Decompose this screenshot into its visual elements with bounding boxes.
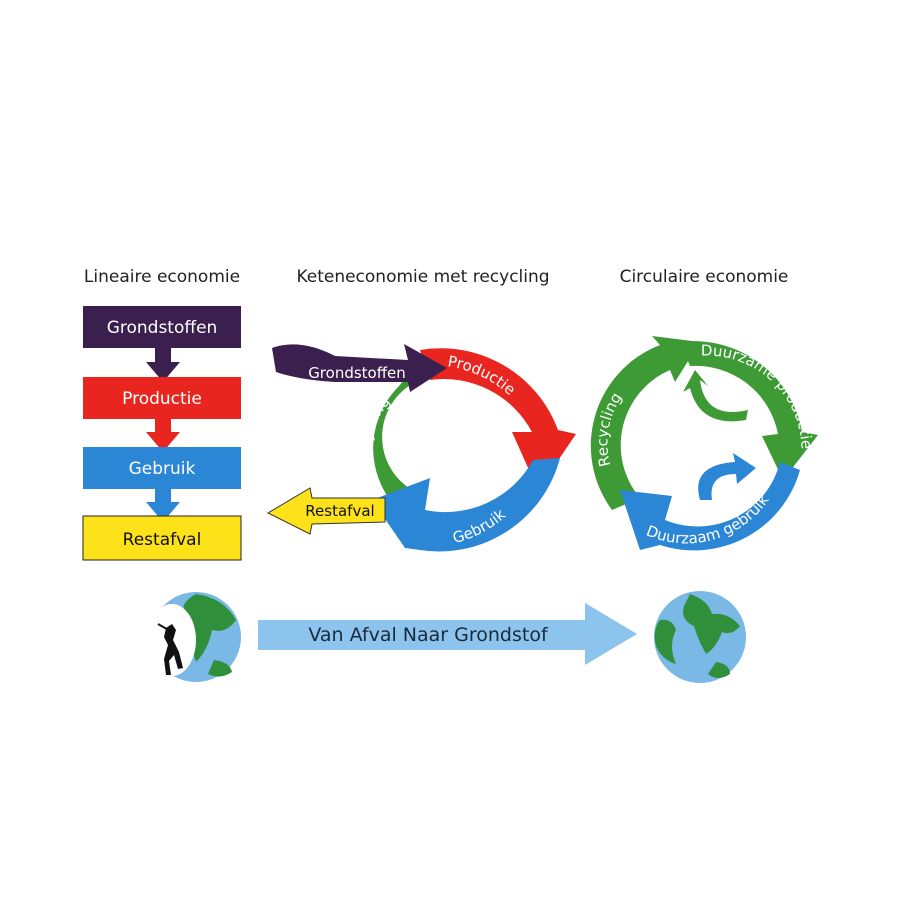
chain-input-arrow — [272, 344, 447, 392]
linear-step-label: Gebruik — [129, 459, 196, 479]
linear-economy-column: Grondstoffen Productie Gebruik Restafval — [82, 306, 242, 561]
circular-use-arc — [620, 462, 800, 551]
banner-label: Van Afval Naar Grondstof — [308, 624, 549, 646]
chain-production-arc — [420, 348, 576, 490]
chain-input-label: Grondstoffen — [308, 364, 406, 382]
circular-inner-green-loop — [683, 370, 748, 422]
linear-step-label: Restafval — [123, 530, 202, 550]
earth-globe-clean-icon — [654, 591, 746, 683]
circular-economy-heading: Circulaire economie — [620, 267, 789, 287]
circular-production-label: Duurzame productie — [701, 342, 816, 450]
circular-inner-blue-loop — [698, 453, 756, 500]
chain-output-label: Restafval — [305, 502, 374, 520]
linear-economy-heading: Lineaire economie — [84, 267, 240, 287]
banner-arrow — [258, 603, 637, 665]
linear-step-label: Productie — [122, 389, 202, 409]
circular-production-arc — [680, 341, 818, 480]
circular-main-ring — [590, 336, 700, 510]
linear-step-use — [83, 447, 241, 489]
linear-arrow-2 — [146, 418, 180, 452]
circular-economy-cycle: Recycling Duurzame productie Duurzaam ge… — [590, 336, 818, 551]
linear-arrow-1 — [146, 347, 180, 382]
earth-globe-polluted-icon — [148, 592, 241, 682]
linear-step-production — [83, 377, 241, 419]
linear-arrow-3 — [146, 488, 180, 522]
chain-economy-cycle: Grondstoffen Productie Recycling Gebruik… — [266, 344, 576, 552]
linear-step-raw-materials — [83, 306, 241, 348]
chain-output-arrow — [266, 487, 386, 535]
chain-economy-heading: Keteneconomie met recycling — [296, 267, 549, 287]
bottom-banner: Van Afval Naar Grondstof — [258, 603, 637, 665]
linear-step-residual-waste — [82, 515, 242, 561]
linear-step-label: Grondstoffen — [107, 318, 218, 338]
chain-use-arc — [372, 458, 560, 552]
